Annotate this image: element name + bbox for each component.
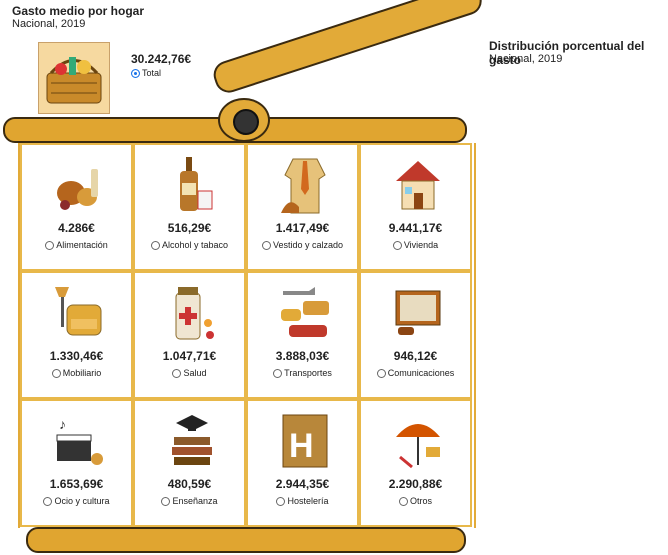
- furniture-icon: [55, 287, 102, 336]
- radio[interactable]: [161, 497, 171, 506]
- category-card[interactable]: 516,29€ Alcohol y tabaco: [133, 143, 246, 271]
- category-card[interactable]: 946,12€ Comunicaciones: [359, 271, 472, 399]
- radio[interactable]: [172, 369, 182, 378]
- others-icon: [396, 424, 440, 469]
- house-icon: [396, 161, 440, 210]
- total-radio-option[interactable]: Total: [131, 68, 161, 78]
- education-icon: [172, 415, 212, 465]
- radio[interactable]: [150, 241, 160, 250]
- radio[interactable]: [45, 241, 55, 250]
- radio[interactable]: [276, 497, 286, 506]
- transport-icon: [281, 287, 329, 337]
- radio[interactable]: [392, 241, 402, 250]
- radio[interactable]: [43, 497, 53, 506]
- leisure-icon: ♪: [56, 416, 103, 465]
- svg-text:H: H: [289, 427, 314, 465]
- health-icon: [175, 287, 214, 340]
- category-grid: 4.286€ Alimentación 516,29€ Alcohol y ta…: [18, 143, 476, 528]
- hotel-icon: H: [282, 414, 328, 468]
- total-radio[interactable]: [131, 69, 140, 78]
- radio[interactable]: [261, 241, 271, 250]
- radio[interactable]: [376, 369, 386, 378]
- category-card[interactable]: 2.290,88€ Otros: [359, 399, 472, 527]
- category-card[interactable]: 9.441,17€ Vivienda: [359, 143, 472, 271]
- alcohol-tobacco-icon: [180, 157, 213, 211]
- food-icon: [57, 169, 98, 210]
- communications-icon: [395, 290, 441, 335]
- category-card[interactable]: 480,59€ Enseñanza: [133, 399, 246, 527]
- total-value: 30.242,76€: [131, 52, 192, 66]
- clothing-icon: [281, 158, 326, 214]
- category-card[interactable]: H 2.944,35€ Hostelería: [246, 399, 359, 527]
- radio[interactable]: [398, 497, 408, 506]
- category-card[interactable]: 3.888,03€ Transportes: [246, 271, 359, 399]
- category-card[interactable]: ♪ 1.653,69€ Ocio y cultura: [20, 399, 133, 527]
- total-basket-icon: [38, 42, 110, 114]
- basket-hinge: [218, 98, 270, 142]
- total-label: Total: [142, 68, 162, 78]
- svg-text:♪: ♪: [59, 416, 66, 432]
- category-card[interactable]: 1.047,71€ Salud: [133, 271, 246, 399]
- basket-handle: [210, 0, 486, 97]
- category-card[interactable]: 1.330,46€ Mobiliario: [20, 271, 133, 399]
- category-card[interactable]: 4.286€ Alimentación: [20, 143, 133, 271]
- distribution-title: Distribución porcentual del gasto: [489, 39, 645, 67]
- radio[interactable]: [51, 369, 61, 378]
- distribution-subtitle: Nacional, 2019: [489, 53, 563, 65]
- page-title: Gasto medio por hogar: [12, 4, 145, 18]
- basket-bottom-rim: [26, 527, 466, 553]
- category-card[interactable]: 1.417,49€ Vestido y calzado: [246, 143, 359, 271]
- radio[interactable]: [273, 369, 283, 378]
- page-subtitle: Nacional, 2019: [12, 18, 86, 30]
